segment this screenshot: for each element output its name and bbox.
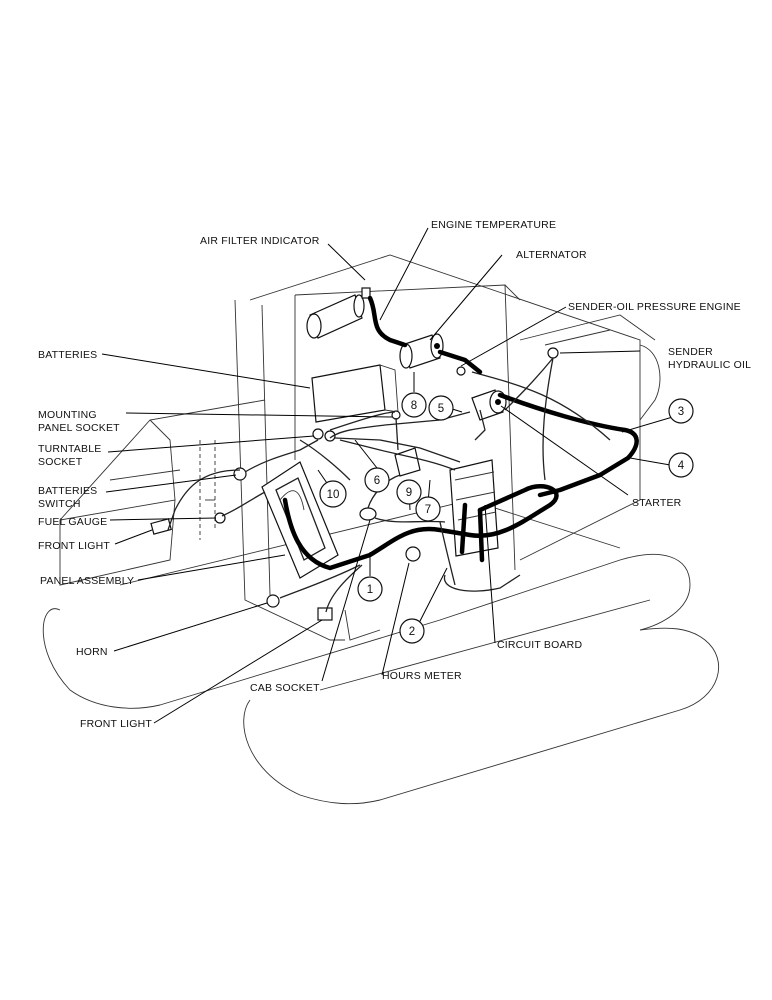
sender-hydraulic-oil-component <box>547 347 559 359</box>
callout-7: 7 <box>415 496 441 522</box>
label-horn: HORN <box>76 646 108 658</box>
hours-meter-component <box>405 546 421 562</box>
label-alternator: ALTERNATOR <box>516 249 587 261</box>
label-circuit-board: CIRCUIT BOARD <box>497 639 582 651</box>
label-front-light-bottom: FRONT LIGHT <box>80 718 152 730</box>
components <box>150 287 559 621</box>
callout-10-label: 10 <box>327 489 340 501</box>
callout-5-label: 5 <box>438 403 444 415</box>
label-engine-temperature: ENGINE TEMPERATURE <box>431 219 556 231</box>
callout-2: 2 <box>399 618 425 644</box>
callout-7-label: 7 <box>425 504 431 516</box>
front-light-left-component <box>150 518 172 535</box>
callout-9-label: 9 <box>406 487 412 499</box>
label-mounting: MOUNTING <box>38 409 97 421</box>
batteries-switch-component <box>233 467 247 481</box>
label-panel-assembly: PANEL ASSEMBLY <box>40 575 134 587</box>
wiring-harness <box>167 295 639 613</box>
fuel-gauge-component <box>214 512 226 524</box>
label-panel-socket: PANEL SOCKET <box>38 422 120 434</box>
callout-3: 3 <box>668 398 694 424</box>
callout-9: 9 <box>396 479 422 505</box>
callout-2-label: 2 <box>409 626 415 638</box>
label-front-light-left: FRONT LIGHT <box>38 540 110 552</box>
sender-oil-pressure-component <box>456 366 466 376</box>
callout-6-label: 6 <box>374 475 380 487</box>
callout-4-label: 4 <box>678 460 685 472</box>
callout-10: 10 <box>319 480 347 508</box>
alternator-component <box>399 333 444 369</box>
cab-socket-component <box>359 507 377 521</box>
callout-1-label: 1 <box>367 584 373 596</box>
callout-4: 4 <box>668 452 694 478</box>
label-hours-meter: HOURS METER <box>382 670 462 682</box>
circuit-board-component <box>449 459 499 557</box>
label-batteries-switch-1: BATTERIES <box>38 485 97 497</box>
label-cab-socket: CAB SOCKET <box>250 682 320 694</box>
label-sender-oil-pressure-engine: SENDER-OIL PRESSURE ENGINE <box>568 301 741 313</box>
callout-1: 1 <box>357 576 383 602</box>
callout-8-label: 8 <box>411 400 417 412</box>
machine-outline <box>42 254 720 805</box>
callout-8: 8 <box>401 392 427 418</box>
label-batteries: BATTERIES <box>38 349 97 361</box>
front-light-bottom-component <box>317 607 333 621</box>
starter-component <box>471 389 507 421</box>
label-fuel-gauge: FUEL GAUGE <box>38 516 107 528</box>
turntable-socket-component <box>312 428 324 440</box>
batteries-component <box>311 364 399 423</box>
label-turntable: TURNTABLE <box>38 443 101 455</box>
labels: AIR FILTER INDICATOR ENGINE TEMPERATURE … <box>38 219 751 730</box>
air-filter-component <box>306 287 371 339</box>
panel-assembly-component <box>261 461 339 579</box>
callout-6: 6 <box>364 467 390 493</box>
callouts: 1 2 3 4 5 6 7 8 <box>319 392 694 644</box>
label-starter: STARTER <box>632 497 682 509</box>
horn-component <box>266 594 280 608</box>
relay-block-component <box>394 447 421 477</box>
label-turntable-socket: SOCKET <box>38 456 83 468</box>
turntable-socket-2-component <box>324 430 336 442</box>
label-batteries-switch-2: SWITCH <box>38 498 81 510</box>
callout-3-label: 3 <box>678 406 684 418</box>
callout-5: 5 <box>428 395 454 421</box>
label-air-filter-indicator: AIR FILTER INDICATOR <box>200 235 320 247</box>
label-hydraulic-oil: HYDRAULIC OIL <box>668 359 751 371</box>
leader-lines <box>101 227 677 724</box>
label-sender: SENDER <box>668 346 713 358</box>
